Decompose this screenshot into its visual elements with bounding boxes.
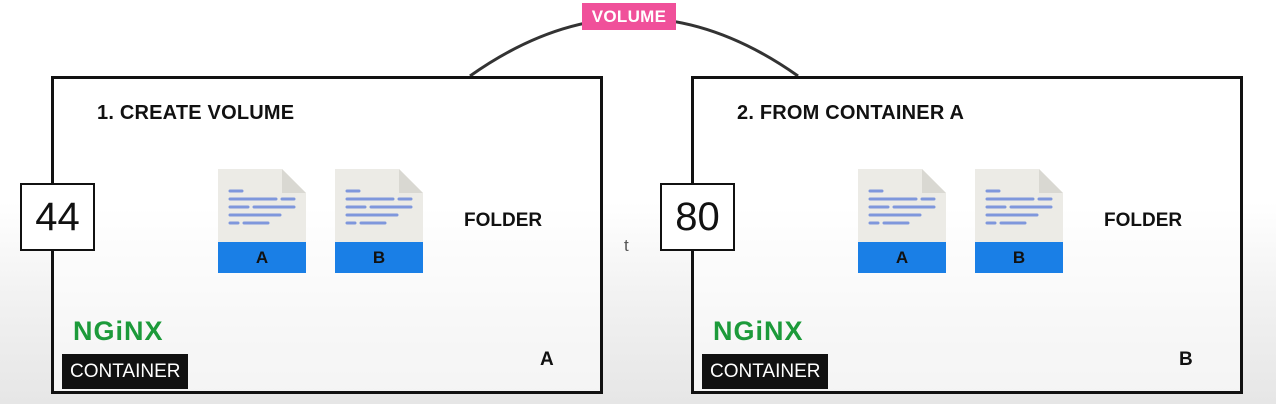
container-name: B bbox=[1179, 349, 1193, 370]
container-name: A bbox=[540, 349, 554, 370]
stray-text: t bbox=[624, 236, 629, 255]
nginx-logo: NGiNX bbox=[73, 316, 164, 346]
file-label: A bbox=[858, 242, 946, 273]
container-b-panel: 2. FROM CONTAINER A A bbox=[691, 76, 1243, 394]
document-icon: B bbox=[335, 169, 423, 273]
document-icon: A bbox=[858, 169, 946, 273]
document-icon: A bbox=[218, 169, 306, 273]
file-label: B bbox=[335, 242, 423, 273]
document-icon: B bbox=[975, 169, 1063, 273]
container-tag: CONTAINER bbox=[62, 354, 189, 389]
file-label: A bbox=[218, 242, 306, 273]
port-number: 80 bbox=[660, 183, 735, 251]
step-title: 1. CREATE VOLUME bbox=[97, 102, 295, 124]
folder-label: FOLDER bbox=[1104, 210, 1183, 231]
port-number: 44 bbox=[20, 183, 95, 251]
nginx-logo: NGiNX bbox=[713, 316, 804, 346]
volume-tag: VOLUME bbox=[582, 3, 676, 30]
container-tag: CONTAINER bbox=[702, 354, 829, 389]
file-label: B bbox=[975, 242, 1063, 273]
container-a-panel: 1. CREATE VOLUME A bbox=[51, 76, 603, 394]
step-title: 2. FROM CONTAINER A bbox=[737, 102, 965, 124]
folder-label: FOLDER bbox=[464, 210, 543, 231]
